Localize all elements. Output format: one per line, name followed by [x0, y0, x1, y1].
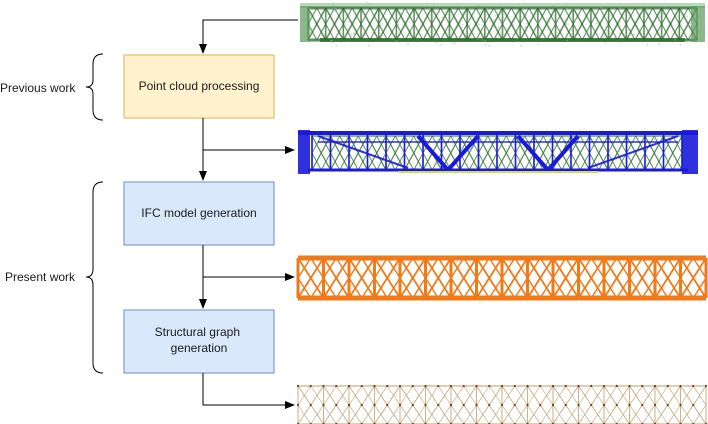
ifc-box [123, 181, 275, 246]
structural-graph-image [296, 384, 708, 424]
ifc-label: IFC model generation [141, 206, 256, 220]
step-ifc-model-generation: IFC model generation [123, 181, 275, 246]
present-work-label: Present work [5, 270, 76, 284]
brace-icon [85, 181, 104, 374]
point-cloud-label: Point cloud processing [139, 79, 260, 93]
previous-work-brace [85, 53, 104, 121]
segmented-point-cloud-image [298, 130, 698, 174]
ifc-bridge-model-image [296, 255, 708, 301]
previous-work-label: Previous work [0, 81, 76, 95]
arrow-raw-to-processing [199, 19, 298, 54]
step-point-cloud-processing: Point cloud processing [123, 54, 275, 119]
step-structural-graph-generation: Structural graph generation [123, 309, 275, 374]
graph-box [123, 309, 275, 374]
brace-icon [85, 53, 104, 121]
arrow-to-structural-graph [202, 373, 295, 409]
raw-point-cloud-image [300, 1, 705, 47]
present-work-brace [85, 181, 104, 374]
connectors [199, 19, 298, 409]
graph-label: Structural graph generation [155, 325, 244, 355]
point-cloud-box [123, 54, 275, 119]
